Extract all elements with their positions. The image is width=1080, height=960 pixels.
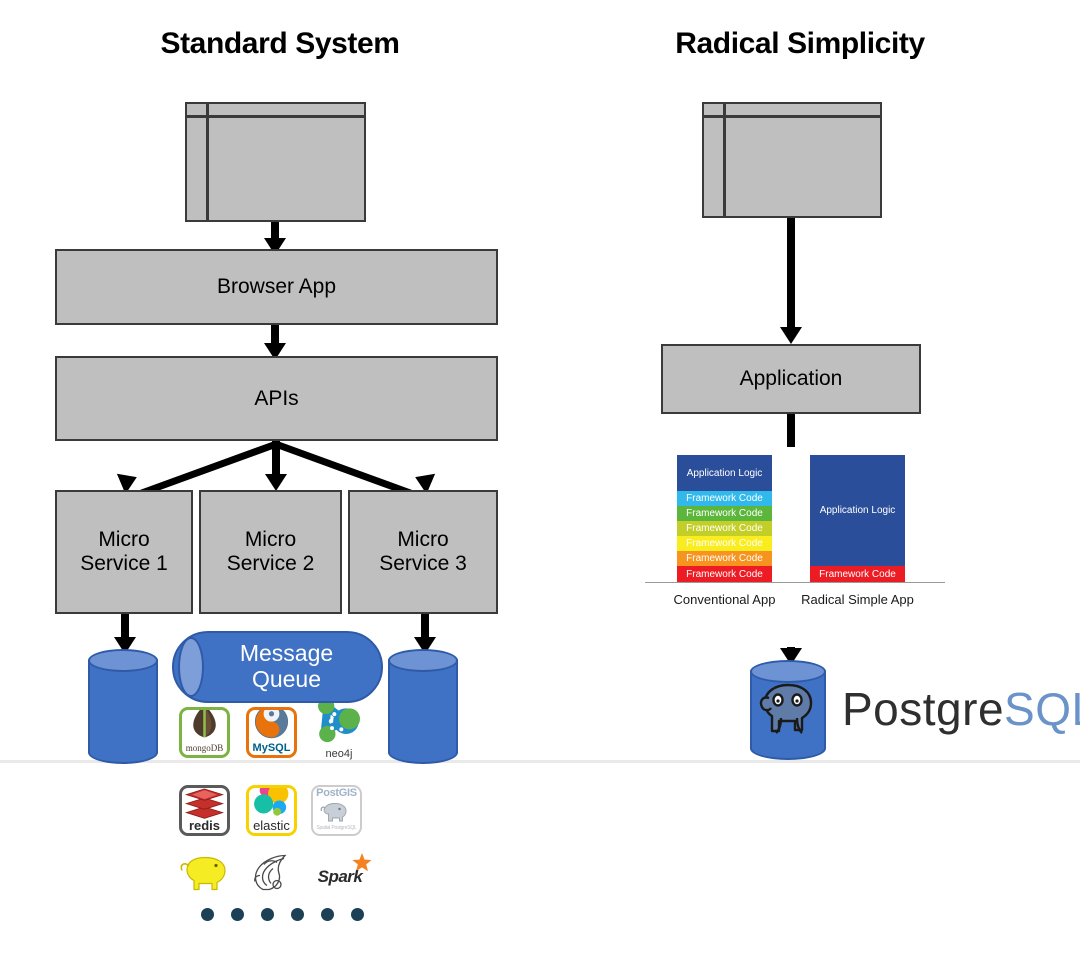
- more-technologies-dots: [201, 908, 364, 921]
- layer-framework-code: Framework Code: [677, 536, 772, 551]
- arrow-ms1-to-db: [121, 614, 129, 644]
- dot: [321, 908, 334, 921]
- logo-tile-elastic[interactable]: elastic: [246, 785, 297, 836]
- message-queue-label: Message Queue: [239, 640, 334, 692]
- stack-column-radical-simple-app: Application Logic Framework Code: [810, 455, 905, 582]
- logo-caption: Spark: [317, 867, 363, 886]
- box-micro-service-2[interactable]: Micro Service 2: [199, 490, 342, 614]
- panel-title-standard-system: Standard System: [160, 27, 400, 60]
- logo-tile-mongodb[interactable]: mongoDB: [179, 707, 230, 758]
- hadoop-icon: [177, 850, 233, 896]
- cylinder-top: [88, 649, 158, 672]
- dot: [261, 908, 274, 921]
- browser-sidebar: [704, 104, 726, 216]
- layer-framework-code: Framework Code: [677, 551, 772, 566]
- arrow-head: [265, 474, 287, 491]
- arrow-browser-to-application: [787, 218, 795, 334]
- logo-caption: PostGIS: [316, 787, 357, 799]
- browser-sidebar: [187, 104, 209, 220]
- mongodb-icon: [182, 710, 227, 743]
- layer-framework-code: Framework Code: [677, 566, 772, 582]
- logo-tile-postgis[interactable]: PostGIS Spatial PostgreSQL: [311, 785, 362, 836]
- postgresql-wordmark-postgre: Postgre: [842, 683, 1005, 735]
- database-right[interactable]: [388, 649, 458, 764]
- browser-window-standard: [185, 102, 366, 222]
- baseline-divider: [0, 760, 1080, 763]
- logo-caption: redis: [188, 818, 221, 833]
- arrow-browserapp-to-apis: [271, 325, 279, 351]
- spark-star-icon: [352, 853, 372, 872]
- box-application[interactable]: Application: [661, 344, 921, 414]
- postgres-database-cylinder[interactable]: [750, 660, 826, 760]
- message-queue-endcap: [178, 637, 204, 697]
- arrow-apis-to-ms2: [272, 441, 280, 483]
- flink-icon: [243, 850, 299, 896]
- layer-application-logic: Application Logic: [677, 455, 772, 491]
- neo4j-icon: [311, 703, 367, 749]
- postgis-icon: PostGIS Spatial PostgreSQL: [313, 787, 360, 834]
- dot: [231, 908, 244, 921]
- browser-topbar: [704, 104, 880, 118]
- cylinder-body: [388, 660, 458, 753]
- box-browser-app-label: Browser App: [216, 275, 337, 299]
- browser-topbar: [187, 104, 364, 118]
- logo-caption: mongoDB: [185, 743, 224, 753]
- chart-baseline-axis: [645, 582, 945, 583]
- box-micro-service-3-label: Micro Service 3: [379, 528, 467, 575]
- logo-tile-hadoop[interactable]: [177, 850, 233, 896]
- stack-column-conventional-app: Application Logic Framework Code Framewo…: [677, 455, 772, 582]
- arrow-ms3-to-db: [421, 614, 429, 644]
- dot: [351, 908, 364, 921]
- dot: [291, 908, 304, 921]
- layer-framework-code: Framework Code: [677, 506, 772, 521]
- redis-icon: [182, 788, 227, 821]
- postgresql-wordmark: PostgreSQL: [842, 682, 1080, 736]
- postgresql-wordmark-sql: SQL: [1004, 683, 1080, 735]
- layer-framework-code: Framework Code: [677, 521, 772, 536]
- postgis-subcaption: Spatial PostgreSQL: [316, 825, 357, 831]
- arrow-head: [780, 327, 802, 344]
- logo-caption: neo4j: [325, 748, 353, 760]
- box-micro-service-1[interactable]: Micro Service 1: [55, 490, 193, 614]
- box-micro-service-2-label: Micro Service 2: [226, 528, 315, 575]
- logo-tile-neo4j[interactable]: neo4j: [311, 703, 367, 761]
- arrow-head: [264, 343, 286, 360]
- box-apis[interactable]: APIs: [55, 356, 498, 441]
- arrow-browser-to-browserapp: [271, 222, 279, 246]
- layer-framework-code: Framework Code: [677, 491, 772, 506]
- cylinder-top: [750, 660, 826, 683]
- postgres-elephant-icon: [759, 683, 813, 734]
- panel-title-radical-simplicity: Radical Simplicity: [675, 27, 925, 60]
- dot: [201, 908, 214, 921]
- logo-tile-spark[interactable]: Spark: [305, 850, 375, 896]
- database-left[interactable]: [88, 649, 158, 764]
- logo-caption: MySQL: [252, 742, 291, 754]
- box-apis-label: APIs: [254, 386, 299, 410]
- message-queue[interactable]: Message Queue: [172, 631, 383, 703]
- stack-column-label-conventional: Conventional App: [673, 592, 776, 607]
- browser-window-radical: [702, 102, 882, 218]
- mysql-icon: [249, 710, 294, 743]
- box-micro-service-3[interactable]: Micro Service 3: [348, 490, 498, 614]
- logo-tile-flink[interactable]: [243, 850, 299, 896]
- layer-framework-code: Framework Code: [810, 566, 905, 582]
- cylinder-top: [388, 649, 458, 672]
- layer-application-logic: Application Logic: [810, 455, 905, 566]
- logo-tile-mysql[interactable]: MySQL: [246, 707, 297, 758]
- stack-comparison-chart: Application Logic Framework Code Framewo…: [645, 447, 945, 647]
- box-application-label: Application: [739, 367, 843, 391]
- stack-column-label-radical: Radical Simple App: [801, 592, 914, 607]
- box-micro-service-1-label: Micro Service 1: [80, 528, 168, 575]
- logo-tile-redis[interactable]: redis: [179, 785, 230, 836]
- box-browser-app[interactable]: Browser App: [55, 249, 498, 325]
- logo-caption: elastic: [253, 818, 290, 833]
- elastic-icon: [249, 788, 294, 821]
- cylinder-body: [88, 660, 158, 753]
